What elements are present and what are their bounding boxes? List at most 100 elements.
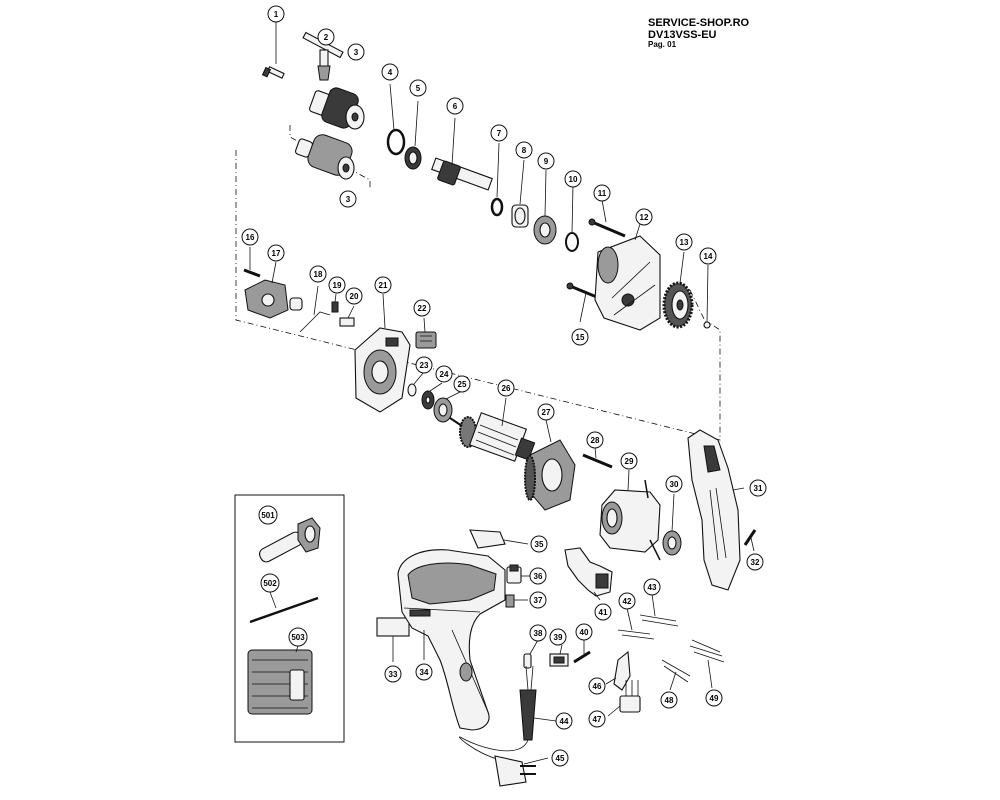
callout-number: 9 (544, 157, 549, 166)
callout-number: 38 (534, 629, 543, 638)
part-33-label (376, 617, 410, 662)
callout-number: 10 (569, 175, 578, 184)
callout-29: 29 (620, 452, 638, 470)
part-8-needle-bearing (511, 159, 529, 228)
callout-5: 5 (409, 79, 427, 97)
callout-number: 33 (389, 670, 398, 679)
callout-number: 3 (346, 195, 351, 204)
callout-number: 47 (593, 715, 602, 724)
part-14-steel-ball (703, 264, 711, 329)
callout-number: 31 (754, 484, 763, 493)
callout-47: 47 (588, 710, 606, 728)
callout-21: 21 (374, 276, 392, 294)
part-27-fan (524, 419, 576, 511)
callout-501: 501 (258, 505, 278, 525)
part-23-washer (407, 371, 425, 397)
callout-43: 43 (643, 578, 661, 596)
callout-16: 16 (241, 228, 259, 246)
callout-number: 19 (333, 281, 342, 290)
callout-18: 18 (309, 265, 327, 283)
callout-number: 45 (556, 754, 565, 763)
callout-36: 36 (529, 567, 547, 585)
callout-labels: 1233456789101112131415161718192021222324… (241, 5, 767, 767)
part-11-screw (588, 199, 626, 238)
callout-26: 26 (497, 379, 515, 397)
callout-number: 35 (535, 540, 544, 549)
callout-number: 32 (751, 558, 760, 567)
part-18-brush-terminal (299, 285, 331, 333)
callout-10: 10 (564, 170, 582, 188)
callout-number: 20 (350, 292, 359, 301)
callout-2: 2 (317, 28, 335, 46)
callout-9: 9 (537, 152, 555, 170)
callout-23: 23 (415, 356, 433, 374)
part-29-stator (599, 469, 661, 561)
part-501-side-handle (258, 517, 321, 563)
part-37-spring (505, 594, 528, 608)
callout-number: 17 (272, 249, 281, 258)
part-25-ball-bearing (433, 391, 461, 423)
part-32-screw (743, 529, 757, 552)
callout-4: 4 (381, 63, 399, 81)
callout-number: 24 (440, 370, 449, 379)
part-49-internal-wire (689, 639, 725, 689)
part-22-spring (415, 317, 437, 349)
part-9-ball-bearing (533, 169, 557, 245)
callout-number: 34 (420, 668, 429, 677)
callout-number: 41 (599, 608, 608, 617)
part-40-screw (573, 640, 591, 664)
callout-number: 501 (261, 511, 275, 520)
part-38-connector (523, 639, 539, 669)
part-28-screw (582, 446, 613, 469)
callout-number: 8 (522, 146, 527, 155)
part-502-depth-gauge (249, 591, 319, 624)
model-code: DV13VSS-EU (648, 29, 717, 41)
part-19-pin (331, 293, 339, 313)
callout-1: 1 (267, 5, 285, 23)
callout-502: 502 (260, 573, 280, 593)
part-26-armature (449, 397, 549, 467)
part-21-bracket (354, 293, 411, 413)
callout-45: 45 (551, 749, 569, 767)
callout-number: 37 (534, 596, 543, 605)
callout-number: 16 (246, 233, 255, 242)
callout-number: 4 (388, 68, 393, 77)
callout-33: 33 (384, 665, 402, 683)
callout-35: 35 (530, 535, 548, 553)
callout-48: 48 (660, 691, 678, 709)
callout-number: 6 (453, 102, 458, 111)
part-43-internal-wire (639, 593, 679, 627)
part-3-keyed-chuck (309, 87, 365, 130)
callout-17: 17 (267, 244, 285, 262)
part-5-seal (404, 100, 422, 170)
callout-25: 25 (453, 375, 471, 393)
callout-6: 6 (446, 97, 464, 115)
callout-37: 37 (529, 591, 547, 609)
callout-42: 42 (618, 592, 636, 610)
part-36-switch-knob (506, 564, 530, 584)
part-41-switch (564, 547, 613, 601)
callout-number: 2 (324, 33, 329, 42)
part-2-chuck-key (302, 31, 344, 81)
callout-number: 1 (274, 10, 279, 19)
part-30-ball-bearing (662, 493, 682, 556)
callout-11: 11 (593, 184, 611, 202)
callout-number: 14 (704, 252, 713, 261)
callout-38: 38 (529, 624, 547, 642)
callout-30: 30 (665, 475, 683, 493)
part-3-keyless-chuck (294, 134, 355, 180)
callout-number: 5 (416, 84, 421, 93)
callout-number: 25 (458, 380, 467, 389)
page-number: Pag. 01 (648, 40, 677, 49)
callout-number: 42 (623, 597, 632, 606)
callout-number: 27 (542, 408, 551, 417)
part-6-spindle (431, 117, 493, 191)
callout-49: 49 (705, 689, 723, 707)
callout-24: 24 (435, 365, 453, 383)
part-12-gear-cover (594, 223, 661, 331)
callout-19: 19 (328, 276, 346, 294)
callout-number: 26 (502, 384, 511, 393)
callout-40: 40 (575, 623, 593, 641)
part-7-ring (490, 142, 504, 217)
